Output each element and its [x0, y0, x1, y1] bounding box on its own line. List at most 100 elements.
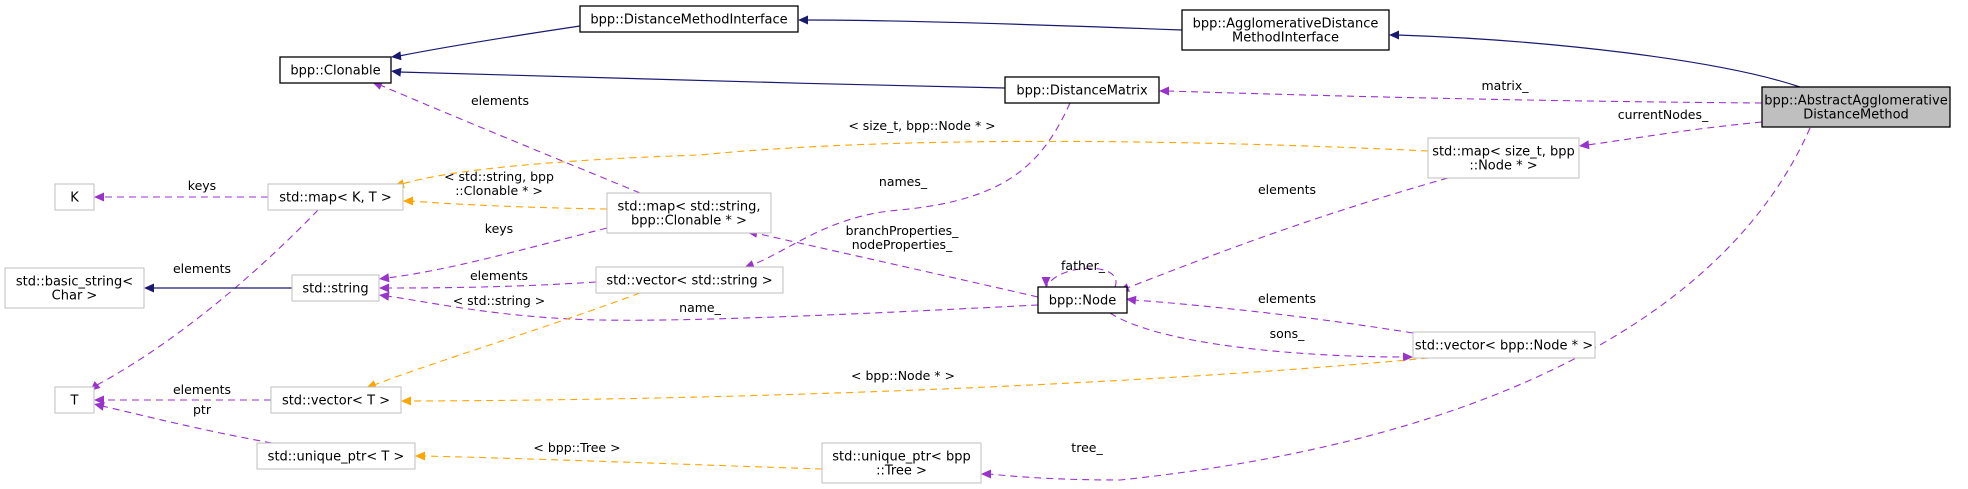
edge-line: [386, 295, 1039, 321]
edge-line: [1109, 312, 1406, 358]
edge-label: sons_: [1270, 326, 1306, 341]
class-name-text: std::unique_ptr< bpp: [832, 450, 970, 465]
edge-label: elements: [1258, 291, 1316, 306]
edge-line: [1396, 34, 1801, 88]
class-name-text: bpp::Node: [1049, 294, 1116, 309]
class-box: [267, 183, 404, 211]
edge-mapKT-to-K: keys: [94, 178, 268, 202]
arrowhead-icon: [403, 196, 413, 206]
class-box: [1412, 331, 1596, 359]
arrowhead-icon: [1579, 140, 1590, 150]
edge-label: elements: [470, 268, 528, 283]
class-box: [1004, 76, 1160, 104]
class-node-vecNode: std::vector< bpp::Node * >: [1412, 331, 1596, 359]
class-node-mapStrClon: std::map< std::string,bpp::Clonable * >: [606, 192, 772, 234]
edge-line: [410, 200, 608, 210]
class-name-text: bpp::Clonable: [290, 64, 380, 79]
edge-label: < std::string, bpp: [444, 169, 554, 184]
class-name-text: ::Tree >: [876, 464, 927, 479]
edge-line: [101, 405, 273, 444]
edge-label: elements: [471, 93, 529, 108]
arrowhead-icon: [1126, 295, 1137, 305]
edge-label: elements: [1258, 182, 1316, 197]
class-box: [256, 442, 416, 470]
class-node-mapKT: std::map< K, T >: [267, 183, 404, 211]
edge-label: branchProperties_: [846, 223, 960, 238]
edge-line: [805, 19, 1183, 31]
class-node-K: K: [54, 183, 95, 211]
class-box: [54, 183, 95, 211]
edge-line: [1045, 267, 1117, 288]
class-node-node[interactable]: bpp::Node: [1037, 286, 1128, 314]
edge-line: [398, 25, 581, 57]
edge-label: name_: [679, 300, 721, 315]
class-box: [1181, 9, 1390, 51]
class-box: [279, 56, 392, 84]
class-node-string: std::string: [291, 274, 380, 302]
edge-vecStr-to-vecT: < std::string >: [366, 292, 641, 389]
class-name-text: std::vector< std::string >: [606, 274, 772, 289]
edge-distMatrix-to-clonable: [391, 67, 1006, 89]
class-name-text: std::basic_string<: [16, 275, 133, 290]
edge-label: tree_: [1071, 440, 1103, 455]
class-name-text: std::map< size_t, bpp: [1432, 145, 1575, 160]
class-node-distIface[interactable]: bpp::DistanceMethodInterface: [579, 5, 799, 33]
edge-abstract-to-uptrTree: tree_: [981, 127, 1811, 481]
class-name-text: std::map< K, T >: [279, 191, 392, 206]
class-name-text: std::vector< bpp::Node * >: [1415, 339, 1593, 354]
arrowhead-icon: [1159, 86, 1169, 96]
edge-mapSizeNode-to-node: elements: [1119, 177, 1449, 292]
edge-line: [386, 281, 597, 289]
edge-node-to-vecNode: sons_: [1109, 312, 1413, 362]
edge-label: < bpp::Tree >: [533, 440, 620, 455]
edge-distIface-to-clonable: [391, 25, 581, 61]
edge-label: father_: [1061, 258, 1106, 273]
class-node-uptrTree: std::unique_ptr< bpp::Tree >: [821, 442, 982, 484]
class-box: [4, 267, 145, 309]
arrowhead-icon: [415, 451, 425, 461]
edge-line: [373, 292, 641, 386]
edge-label: elements: [173, 382, 231, 397]
class-node-clonable[interactable]: bpp::Clonable: [279, 56, 392, 84]
edge-vecNode-to-vecT: < bpp::Node * >: [401, 357, 1429, 406]
edge-line: [96, 209, 319, 386]
edge-line: [988, 127, 1811, 481]
edge-abstract-to-distMatrix: matrix_: [1159, 78, 1763, 104]
edge-label: < size_t, bpp::Node * >: [848, 118, 995, 133]
edge-line: [386, 227, 608, 279]
edge-label: ::Clonable * >: [455, 183, 543, 198]
edge-line: [408, 357, 1429, 402]
arrowhead-icon: [981, 469, 991, 479]
arrowhead-icon: [94, 395, 104, 405]
edge-label: currentNodes_: [1618, 107, 1709, 122]
class-name-text: std::map< std::string,: [617, 200, 760, 215]
class-node-mapSizeNode: std::map< size_t, bpp::Node * >: [1427, 137, 1580, 179]
class-box: [1427, 137, 1580, 179]
class-node-vecStr: std::vector< std::string >: [595, 266, 784, 294]
class-box: [1761, 86, 1951, 128]
class-name-text: bpp::Clonable * >: [631, 214, 747, 229]
arrowhead-icon: [379, 283, 389, 293]
edge-line: [401, 140, 1429, 185]
edge-vecT-to-T: elements: [94, 382, 271, 405]
class-node-aggIface[interactable]: bpp::AgglomerativeDistanceMethodInterfac…: [1181, 9, 1390, 51]
class-box: [579, 5, 799, 33]
class-name-text: bpp::AbstractAgglomerative: [1764, 94, 1947, 109]
class-node-T: T: [54, 386, 95, 414]
class-node-distMatrix[interactable]: bpp::DistanceMatrix: [1004, 76, 1160, 104]
edge-vecStr-to-string: elements: [379, 268, 597, 293]
edge-aggIface-to-distIface: [798, 15, 1183, 31]
arrowhead-icon: [1389, 30, 1399, 40]
arrowhead-icon: [379, 273, 390, 283]
edge-line: [1133, 299, 1414, 334]
class-name-text: T: [70, 394, 79, 409]
edge-line: [1166, 90, 1763, 104]
class-name-text: bpp::DistanceMatrix: [1016, 84, 1148, 99]
class-name-text: ::Node * >: [1469, 159, 1537, 174]
edge-vecNode-to-node: elements: [1126, 291, 1414, 334]
edge-line: [422, 455, 823, 470]
edge-label: elements: [173, 261, 231, 276]
edge-mapStrClon-to-mapKT: < std::string, bpp::Clonable * >: [403, 169, 608, 210]
